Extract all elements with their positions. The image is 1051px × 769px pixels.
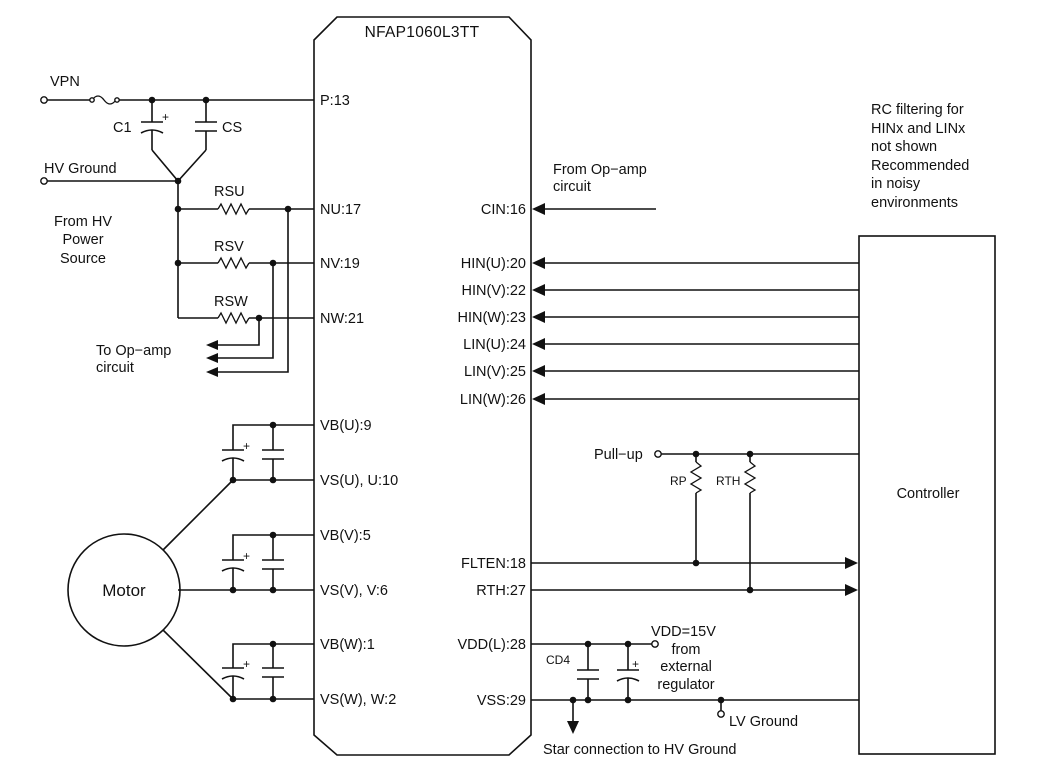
from-hv-label-3: Source	[60, 251, 106, 267]
pin-rth27: RTH:27	[476, 583, 526, 599]
vdd-label-4: regulator	[657, 677, 714, 693]
pin-hinu20: HIN(U):20	[461, 256, 526, 272]
bootstrap-caps-v	[178, 531, 314, 594]
rp-label: RP	[670, 474, 687, 488]
pin-vsu10: VS(U), U:10	[320, 473, 398, 489]
to-opamp-label-2: circuit	[96, 360, 134, 376]
controller-box	[858, 235, 996, 755]
bootstrap-caps-u	[221, 421, 314, 484]
resistor-rsw	[178, 312, 314, 324]
vdd-label-3: external	[660, 659, 712, 675]
cin-input	[532, 203, 656, 215]
resistor-rsu	[178, 203, 314, 215]
pin-linv25: LIN(V):25	[464, 364, 526, 380]
hv-ground-label: HV Ground	[44, 161, 117, 177]
note-line-6: environments	[871, 195, 958, 211]
lv-ground-label: LV Ground	[729, 714, 798, 730]
ic-name: NFAP1060L3TT	[365, 24, 480, 41]
controller-label: Controller	[897, 486, 960, 502]
ic-body	[313, 16, 532, 756]
vdd-cap-plus: +	[632, 657, 639, 671]
vpn-label: VPN	[50, 74, 80, 90]
cd4-label: CD4	[546, 653, 570, 667]
boot-w-plus: +	[243, 657, 250, 671]
pull-up-label: Pull−up	[594, 447, 643, 463]
capacitor-c1	[140, 100, 164, 150]
c1-plus: +	[162, 110, 169, 124]
pin-vbu9: VB(U):9	[320, 418, 372, 434]
pin-vsv6: VS(V), V:6	[320, 583, 388, 599]
pin-nw21: NW:21	[320, 311, 364, 327]
from-opamp-label-1: From Op−amp	[553, 162, 647, 178]
pin-linw26: LIN(W):26	[460, 392, 526, 408]
resistor-rsv	[178, 257, 314, 269]
pin-vss29: VSS:29	[477, 693, 526, 709]
pin-linu24: LIN(U):24	[463, 337, 526, 353]
note-line-4: Recommended	[871, 158, 969, 174]
vpn-net	[40, 95, 314, 105]
note-line-1: RC filtering for	[871, 102, 964, 118]
gate-signal-lines	[532, 257, 859, 405]
pin-p13: P:13	[320, 93, 350, 109]
cs-label: CS	[222, 120, 242, 136]
to-opamp-label-1: To Op−amp	[96, 343, 171, 359]
star-connection-label: Star connection to HV Ground	[543, 742, 736, 758]
rsw-label: RSW	[214, 294, 248, 310]
hv-ground-net	[40, 149, 207, 318]
vdd-label-1: VDD=15V	[651, 624, 716, 640]
motor	[67, 479, 234, 700]
vdd-label-2: from	[672, 642, 701, 658]
boot-u-plus: +	[243, 439, 250, 453]
pin-nu17: NU:17	[320, 202, 361, 218]
rsv-label: RSV	[214, 239, 244, 255]
pin-cin16: CIN:16	[481, 202, 526, 218]
flten-rth-lines	[531, 557, 858, 596]
rth-label: RTH	[716, 474, 740, 488]
pin-vbv5: VB(V):5	[320, 528, 371, 544]
to-opamp-lines	[206, 209, 289, 377]
pin-nv19: NV:19	[320, 256, 360, 272]
pin-vddl28: VDD(L):28	[458, 637, 527, 653]
note-line-3: not shown	[871, 139, 937, 155]
capacitor-cs	[195, 100, 217, 150]
rsu-label: RSU	[214, 184, 245, 200]
bootstrap-caps-w	[221, 640, 314, 703]
pin-hinv22: HIN(V):22	[462, 283, 526, 299]
note-line-2: HINx and LINx	[871, 121, 966, 137]
pin-flten18: FLTEN:18	[461, 556, 526, 572]
boot-v-plus: +	[243, 549, 250, 563]
pin-hinw23: HIN(W):23	[458, 310, 526, 326]
motor-label: Motor	[102, 581, 146, 600]
from-hv-label-2: Power	[62, 232, 103, 248]
c1-label: C1	[113, 120, 132, 136]
vdd-vss-network	[531, 640, 859, 734]
from-hv-label-1: From HV	[54, 214, 112, 230]
pullup-network	[654, 450, 859, 590]
note-line-5: in noisy	[871, 176, 921, 192]
pin-vbw1: VB(W):1	[320, 637, 375, 653]
from-opamp-label-2: circuit	[553, 179, 591, 195]
pin-vsw2: VS(W), W:2	[320, 692, 396, 708]
